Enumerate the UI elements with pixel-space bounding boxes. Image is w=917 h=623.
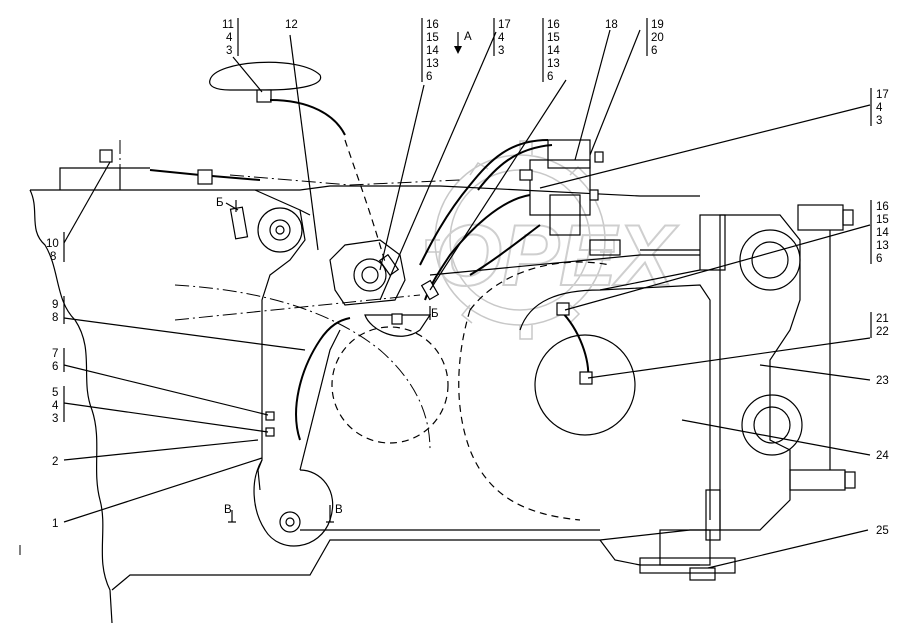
centerlines	[19, 140, 461, 555]
callout-top-4-line-2: 4	[498, 32, 505, 44]
leader-lines	[63, 29, 871, 569]
callout-top-5-line-1: 16	[547, 19, 560, 31]
callout-top-6-line-1: 18	[605, 19, 618, 31]
view-v-left-label: В	[224, 504, 232, 516]
callout-right-5-line-1: 24	[876, 450, 889, 462]
callout-left-4-line-3: 3	[52, 413, 58, 425]
callout-left-1-line-1: 10	[46, 238, 59, 250]
callout-left-2-line-1: 9	[52, 299, 58, 311]
callout-top-3-line-5: 6	[426, 71, 432, 83]
callout-left-6-line-1: 1	[52, 518, 58, 530]
view-arrows	[225, 32, 462, 523]
center-mount	[329, 239, 432, 337]
top-pad	[209, 61, 322, 103]
callout-top-7-line-3: 6	[651, 45, 657, 57]
view-v-right-label: В	[335, 504, 343, 516]
callout-right-1-line-3: 3	[876, 115, 882, 127]
gearbox-body	[519, 269, 711, 520]
callout-top-3-line-2: 15	[426, 32, 439, 44]
callout-right-1-line-2: 4	[876, 102, 883, 114]
callout-top-3-line-4: 13	[426, 58, 439, 70]
fittings	[99, 149, 593, 437]
side-plate	[699, 204, 856, 541]
callouts-left: 10 8 9 8 7 6 5 4 3 2 1	[46, 238, 59, 530]
callout-right-3-line-2: 22	[876, 326, 889, 338]
callout-top-1-line-2: 4	[226, 32, 233, 44]
callout-top-5-line-5: 6	[547, 71, 553, 83]
view-markers: A Б Б В В	[216, 31, 472, 516]
callout-top-5-line-2: 15	[547, 32, 560, 44]
bottom-support	[639, 529, 736, 581]
callout-left-4-line-2: 4	[52, 400, 59, 412]
callout-top-5-line-4: 13	[547, 58, 560, 70]
callout-right-1-line-1: 17	[876, 89, 889, 101]
watermark-text: OPEX	[435, 208, 679, 304]
callout-top-5-line-3: 14	[547, 45, 560, 57]
callout-left-3-line-2: 6	[52, 361, 58, 373]
hidden-gears	[331, 261, 611, 521]
callouts-top: 11 4 3 12 16 15 14 13 6 17 4 3 16 15 14 …	[222, 19, 664, 83]
callout-left-1-line-2: 8	[50, 251, 56, 263]
hoses	[149, 99, 590, 441]
callout-right-2-line-3: 14	[876, 227, 889, 239]
lever-arm	[253, 189, 341, 547]
callout-left-3-line-1: 7	[52, 348, 58, 360]
callout-bars	[63, 18, 872, 422]
callout-right-2-line-1: 16	[876, 201, 889, 213]
callout-right-2-line-4: 13	[876, 240, 889, 252]
callout-top-3-line-1: 16	[426, 19, 439, 31]
callout-right-2-line-5: 6	[876, 253, 882, 265]
callout-right-6-line-1: 25	[876, 525, 889, 537]
callout-right-4-line-1: 23	[876, 375, 889, 387]
callout-left-4-line-1: 5	[52, 387, 58, 399]
callout-left-2-line-2: 8	[52, 312, 58, 324]
callout-left-5-line-1: 2	[52, 456, 58, 468]
callout-top-4-line-3: 3	[498, 45, 504, 57]
callouts-right: 17 4 3 16 15 14 13 6 21 22 23 24 25	[876, 89, 889, 537]
callout-top-4-line-1: 17	[498, 19, 511, 31]
callout-top-3-line-3: 14	[426, 45, 439, 57]
bracket-b	[229, 200, 249, 240]
callout-top-2-line-1: 12	[285, 19, 298, 31]
callout-right-3-line-1: 21	[876, 313, 889, 325]
view-a-label: A	[464, 31, 472, 43]
callout-top-1-line-1: 11	[222, 19, 234, 31]
callout-top-7-line-2: 20	[651, 32, 664, 44]
view-b-left-label: Б	[216, 197, 224, 209]
callout-right-2-line-2: 15	[876, 214, 889, 226]
callout-top-7-line-1: 19	[651, 19, 664, 31]
view-b-center-label: Б	[431, 308, 439, 320]
callout-top-1-line-3: 3	[226, 45, 232, 57]
